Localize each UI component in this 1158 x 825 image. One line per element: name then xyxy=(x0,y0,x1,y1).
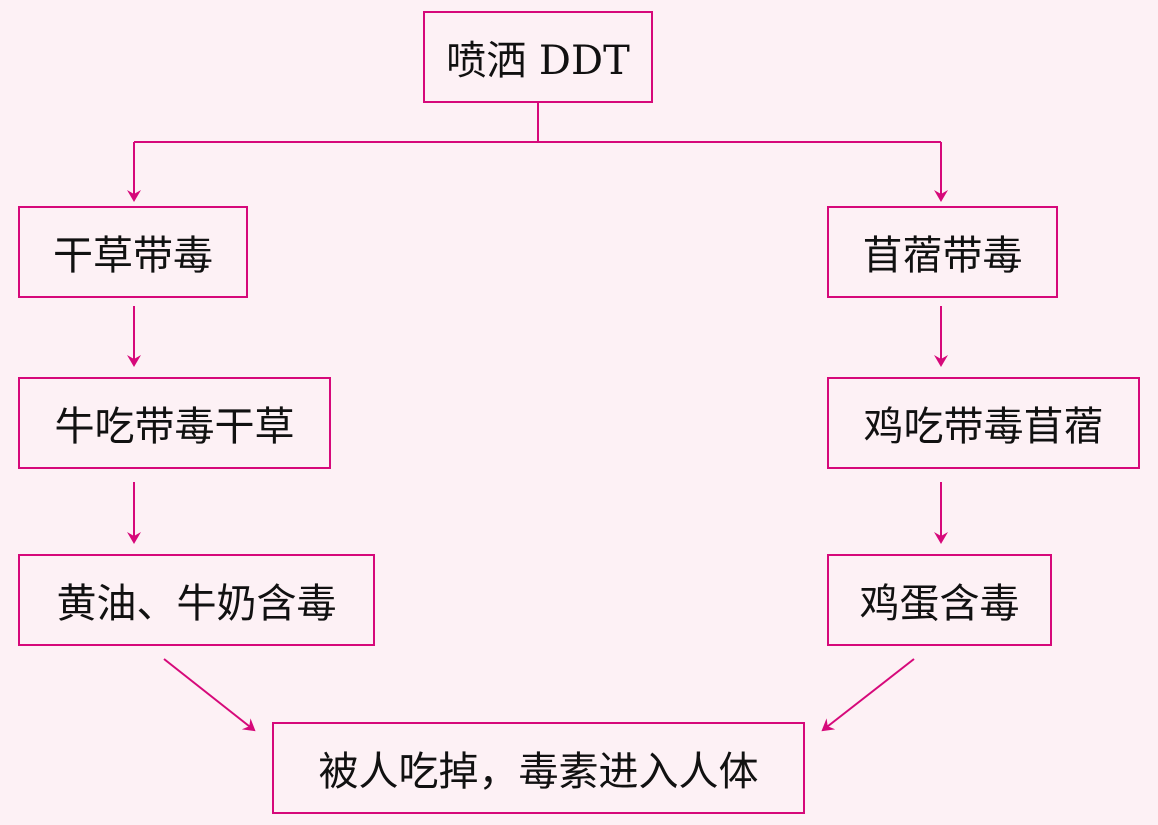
node-toxin-enters-human-label: 被人吃掉，毒素进入人体 xyxy=(318,749,759,795)
node-butter-milk-poisoned: 黄油、牛奶含毒 xyxy=(18,554,375,646)
node-cow-eats-hay-label: 牛吃带毒干草 xyxy=(54,404,295,450)
node-hay-poisoned-label: 干草带毒 xyxy=(53,233,213,279)
node-alfalfa-poisoned-label: 苜蓿带毒 xyxy=(862,233,1023,279)
node-eggs-poisoned: 鸡蛋含毒 xyxy=(827,554,1052,646)
node-spray-ddt-label: 喷洒 DDT xyxy=(446,38,630,84)
node-eggs-poisoned-label: 鸡蛋含毒 xyxy=(859,581,1020,627)
arrow-right-3-to-bottom xyxy=(821,658,915,732)
node-chicken-eats-alfalfa: 鸡吃带毒苜蓿 xyxy=(827,377,1140,469)
node-butter-milk-poisoned-label: 黄油、牛奶含毒 xyxy=(56,581,337,627)
node-cow-eats-hay: 牛吃带毒干草 xyxy=(18,377,331,469)
node-toxin-enters-human: 被人吃掉，毒素进入人体 xyxy=(272,722,805,814)
node-hay-poisoned: 干草带毒 xyxy=(18,206,248,298)
node-alfalfa-poisoned: 苜蓿带毒 xyxy=(827,206,1058,298)
node-spray-ddt: 喷洒 DDT xyxy=(423,11,653,103)
arrow-left-3-to-bottom xyxy=(163,658,256,732)
node-chicken-eats-alfalfa-label: 鸡吃带毒苜蓿 xyxy=(863,404,1104,450)
